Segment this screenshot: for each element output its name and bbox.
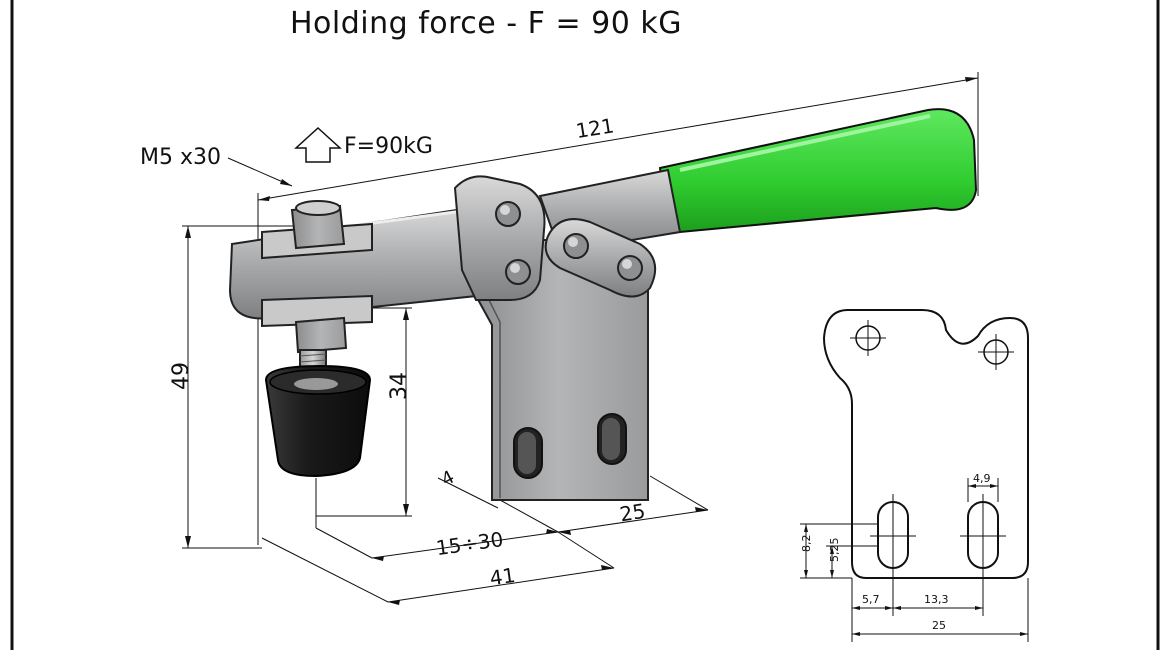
spindle-height-label: 34 <box>387 372 412 400</box>
thread-label: M5 x30 <box>140 145 221 170</box>
force-label: F=90kG <box>344 134 433 159</box>
total-reach-label: 41 <box>488 563 517 590</box>
height-total-label: 8,2 <box>800 535 813 553</box>
rubber-tip <box>264 364 372 478</box>
slot-width-label: 4,9 <box>973 472 991 485</box>
offset-edge-label: 5,7 <box>862 593 880 606</box>
clamp-base-plate <box>469 239 649 501</box>
overall-height-label: 49 <box>169 362 194 390</box>
slot-spacing-label: 13,3 <box>924 593 949 606</box>
overall-length-label: 121 <box>574 113 615 143</box>
frame-border <box>10 0 1160 654</box>
force-arrow-icon <box>294 126 342 163</box>
page-title: Holding force - F = 90 kG <box>290 6 682 41</box>
base-plate-view <box>822 309 1029 579</box>
reach-label: 15÷30 <box>434 527 504 560</box>
base-plate-arrows <box>804 484 1028 636</box>
green-handle <box>658 108 978 234</box>
height-slot-label: 5,25 <box>828 538 841 563</box>
width-total-label: 25 <box>932 619 946 632</box>
dimension-lines <box>182 72 979 603</box>
spindle-nuts <box>290 200 348 354</box>
base-plate-centerlines <box>800 320 1029 642</box>
base-length-label: 25 <box>618 499 647 527</box>
dimension-arrows <box>185 77 978 605</box>
